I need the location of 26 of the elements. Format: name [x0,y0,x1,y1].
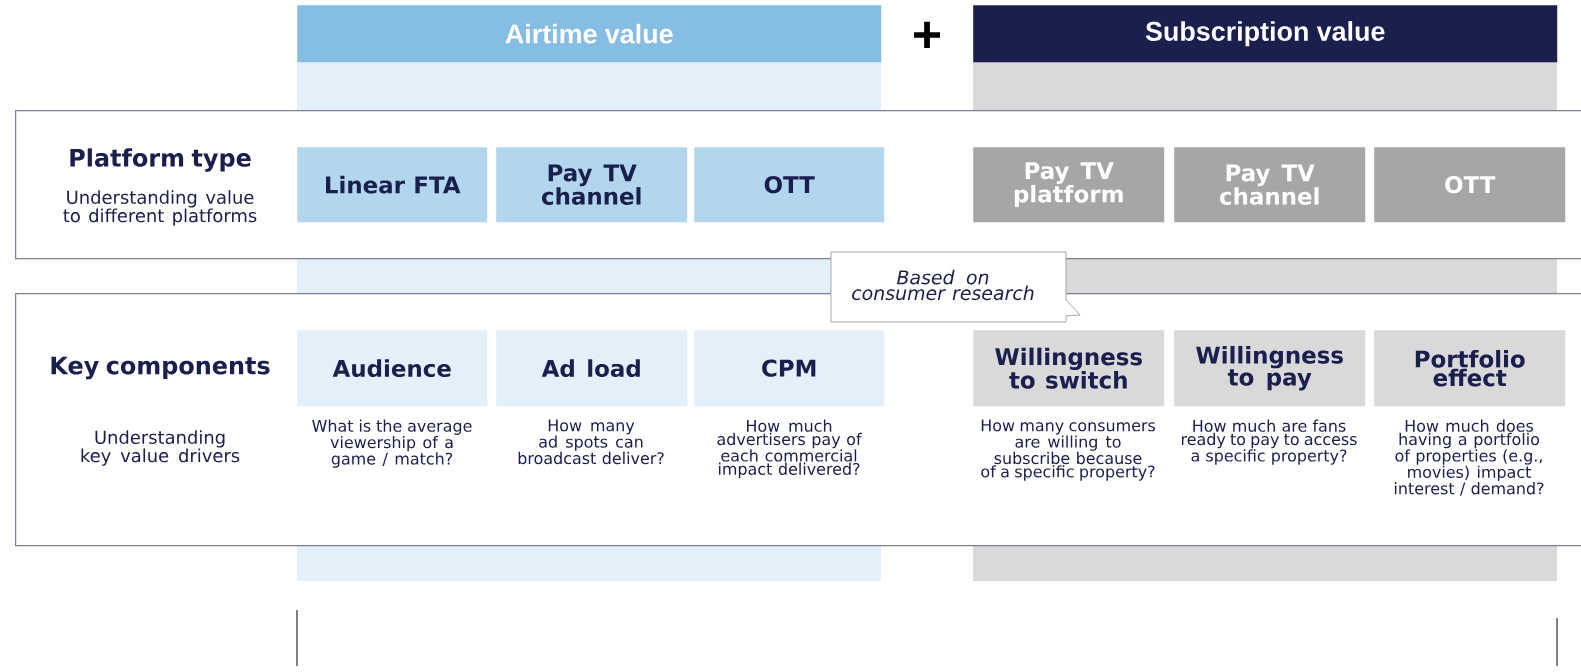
component-box: Ad load [496,330,688,407]
component-box: Willingness to switch [973,330,1165,407]
row-heading: Platform type [70,148,251,172]
platform-box: Pay TV channel [496,147,688,223]
callout-bubble: Based on consumer research [830,251,1081,323]
component-box: CPM [694,330,885,407]
question-text: How much are fans ready to pay to access a specific property? [1181,419,1357,465]
component-box: Portfolio effect [1374,330,1566,407]
platform-box: Pay TV platform [973,147,1165,223]
plus-sign: + [914,21,941,49]
row-description: Understanding value to different platforms [63,190,257,226]
question-text: How much advertisers pay of each commercial impact delivered? [717,419,862,479]
platform-box: OTT [1374,147,1566,223]
row-heading: Key components [51,356,270,380]
platform-box: Pay TV channel [1174,147,1366,223]
row-description: Understanding key value drivers [81,430,240,466]
platform-box: OTT [694,147,885,223]
column-header: Subscription value [973,5,1558,63]
component-box: Audience [297,330,488,407]
question-text: How many ad spots can broadcast deliver? [518,419,664,465]
question-text: How much does having a portfolio of properties (e.g., movies) impact interest / demand? [1394,419,1544,496]
question-text: How many consumers are willing to subscribe because of a specific property? [981,419,1155,481]
component-box: Willingness to pay [1174,330,1366,407]
question-text: What is the average viewership of a game / match? [312,419,472,468]
column-header: Airtime value [297,5,882,63]
platform-box: Linear FTA [297,147,488,223]
